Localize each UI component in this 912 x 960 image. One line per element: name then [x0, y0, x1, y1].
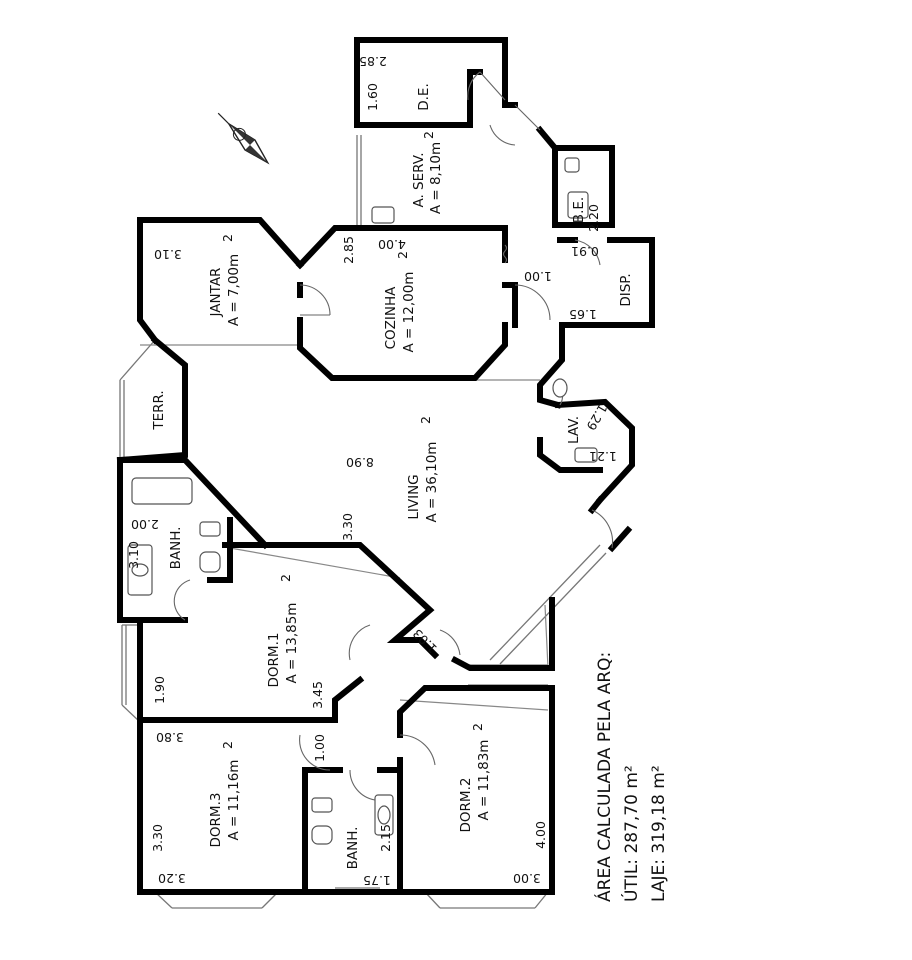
- room-banh1-name: BANH.: [168, 527, 184, 570]
- dim-living-a: 8.90: [346, 455, 374, 470]
- bathtub-icon: [131, 477, 193, 505]
- toilet-icon: [552, 378, 568, 398]
- dim-dorm3-c: 3.20: [158, 871, 186, 886]
- room-dorm3-area: A = 11,16m: [226, 760, 242, 841]
- room-jantar-name: JANTAR: [208, 268, 224, 318]
- dim-banh2-c: 1.75: [363, 873, 391, 888]
- sink-icon: [131, 563, 149, 577]
- window-lines: [119, 40, 607, 909]
- dim-living-b: 3.30: [340, 513, 355, 541]
- tank-icon: [371, 206, 395, 224]
- sink-icon: [574, 447, 598, 463]
- room-living-sup: 2: [418, 416, 433, 424]
- room-dorm1-sup: 2: [278, 574, 293, 582]
- dim-be-a: 2.20: [586, 204, 601, 232]
- dim-disp-a: 1.65: [569, 307, 597, 322]
- room-cozinha-area: A = 12,00m: [401, 272, 417, 353]
- sink-icon: [377, 805, 391, 825]
- dim-dorm3-b: 3.30: [150, 824, 165, 852]
- room-aserv-name: A. SERV.: [411, 152, 427, 207]
- fixtures: [127, 157, 598, 845]
- room-aserv-area: A = 8,10m: [428, 142, 444, 214]
- room-living-area: A = 36,10m: [424, 442, 440, 523]
- room-banh2-name: BANH.: [345, 827, 361, 870]
- room-dorm2-sup: 2: [470, 723, 485, 731]
- room-dorm3-sup: 2: [220, 741, 235, 749]
- shower-icon: [567, 191, 589, 219]
- dim-cozinha-a: 2.85: [341, 236, 356, 264]
- sliding-marker-icon: [502, 244, 508, 264]
- dim-dorm2-b: 3.00: [513, 871, 541, 886]
- room-living-name: LIVING: [406, 474, 422, 519]
- dim-dorm2-a: 4.00: [533, 821, 548, 849]
- area-summary-laje: LAJE: 319,18 m²: [649, 765, 669, 902]
- bidet-icon: [311, 825, 333, 845]
- room-cozinha-sup: 2: [395, 251, 410, 259]
- room-dorm2-area: A = 11,83m: [476, 740, 492, 821]
- dim-dorm1-a: 3.45: [310, 681, 325, 709]
- dim-banh1-b: 3.10: [126, 541, 141, 569]
- dim-dorm1-b: 1.90: [152, 676, 167, 704]
- bidet-icon: [199, 551, 221, 573]
- dim-be-b: 0.91: [571, 244, 599, 259]
- room-dorm1-area: A = 13,85m: [284, 603, 300, 684]
- room-de-name: D.E.: [416, 83, 432, 111]
- north-arrow-icon: [217, 112, 270, 165]
- thin-partition-lines: [140, 344, 549, 711]
- sink-icon: [564, 157, 580, 173]
- dim-de-a: 2.85: [359, 54, 387, 69]
- dim-banh1-a: 2.00: [131, 517, 159, 532]
- dim-banh2-b: 2.15: [378, 824, 393, 852]
- dim-lav-b: 1.21: [589, 449, 617, 464]
- toilet-icon: [311, 797, 333, 813]
- room-dorm2-name: DORM.2: [458, 778, 474, 833]
- dim-cozinha-b: 4.00: [378, 237, 406, 252]
- area-summary-util: ÚTIL: 287,70 m²: [620, 765, 642, 902]
- room-aserv-sup: 2: [421, 131, 436, 139]
- room-cozinha-name: COZINHA: [383, 286, 399, 350]
- toilet-icon: [199, 521, 221, 537]
- room-disp-name: DISP.: [618, 273, 634, 306]
- walls: [116, 37, 655, 895]
- room-terr-name: TERR.: [151, 390, 167, 430]
- dim-de-b: 1.60: [365, 83, 380, 111]
- room-jantar-sup: 2: [220, 234, 235, 242]
- area-summary-title: ÁREA CALCULADA PELA ARQ:: [593, 652, 615, 902]
- room-jantar-area: A = 7,00m: [226, 254, 242, 326]
- room-be-name: B.E.: [571, 197, 587, 223]
- dim-dorm3-a: 3.80: [156, 730, 184, 745]
- room-dorm1-name: DORM.1: [266, 633, 282, 688]
- dim-lav-a: 1.29: [583, 401, 610, 433]
- dim-jantar-a: 3.10: [154, 247, 182, 262]
- dim-banh2-a: 1.00: [312, 734, 327, 762]
- dim-cozinha-c: 1.00: [524, 269, 552, 284]
- room-dorm3-name: DORM.3: [208, 793, 224, 848]
- room-lav-name: LAV.: [566, 416, 582, 444]
